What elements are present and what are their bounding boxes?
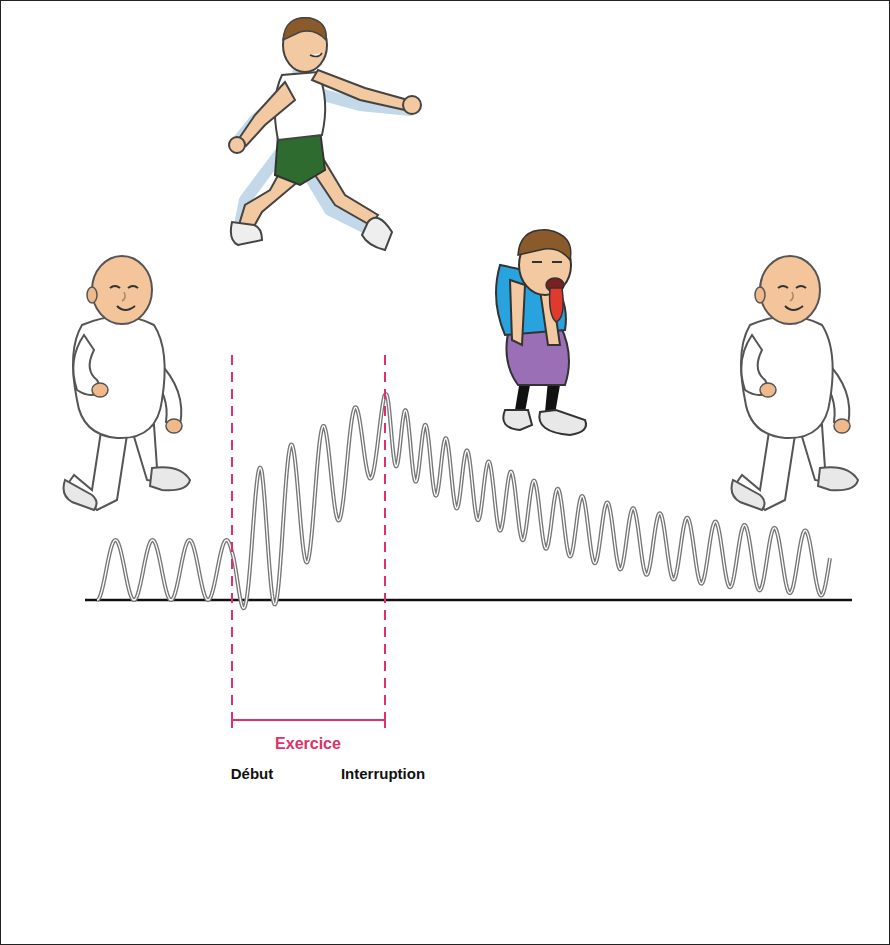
jogger-figure [732,256,858,510]
tired-figure [496,230,586,435]
stop-label: Interruption [341,764,425,784]
ventilation-trace [97,394,830,608]
start-label: Début [231,764,274,784]
start-marker [231,355,233,722]
bracket-tick [231,712,233,728]
runner-figure [229,18,421,250]
stop-marker [384,355,386,722]
jogger-figure [64,256,190,510]
ventilation-trace [97,394,830,608]
exercise-bracket [232,719,385,721]
exercise-label: Exercice [275,734,341,754]
bracket-tick [384,712,386,728]
baseline [85,599,852,602]
